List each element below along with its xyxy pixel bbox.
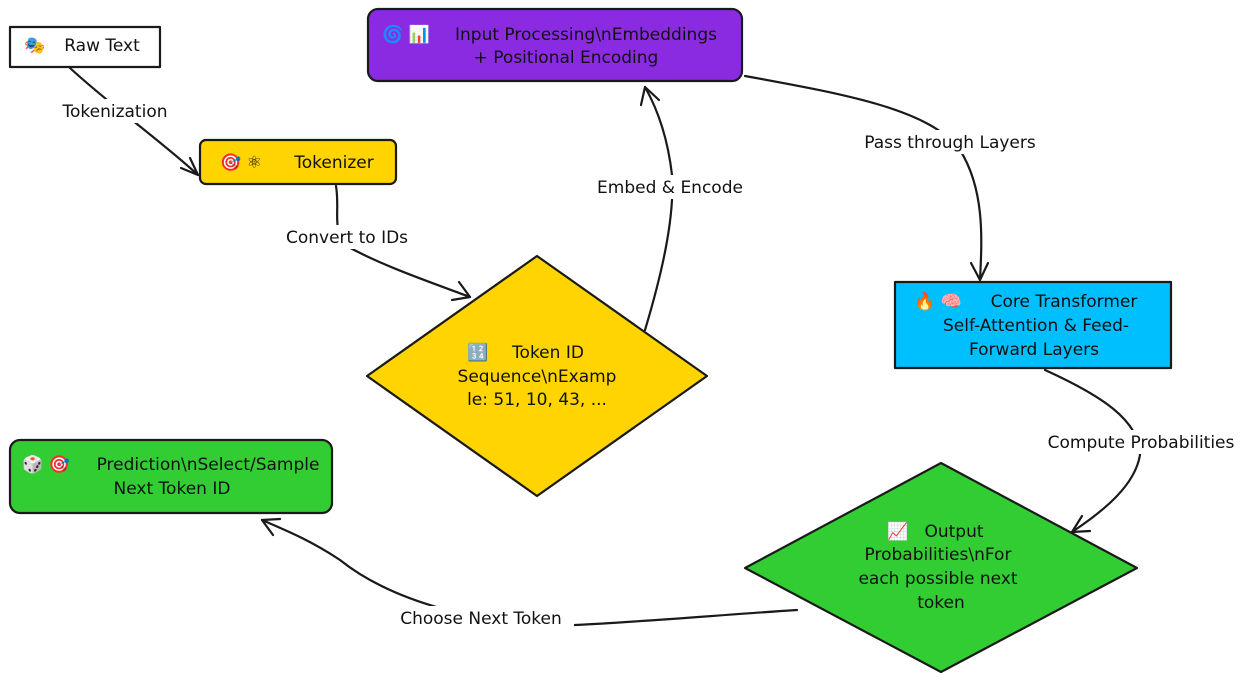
node-output-probabilities: 📈 Output Probabilities\nFor each possibl…: [743, 461, 1139, 674]
node-input-processing-line-2: + Positional Encoding: [474, 48, 659, 68]
edge-label-convert-to-ids: Convert to IDs: [286, 228, 408, 248]
node-output-probabilities-diamond: [743, 461, 1139, 674]
node-prediction-box: [8, 438, 334, 515]
edge-label-pass-through-layers: Pass through Layers: [864, 133, 1036, 153]
node-output-probabilities-line-4: token: [917, 593, 965, 613]
node-output-probabilities-icon: 📈: [887, 521, 908, 542]
edge-tokenization-arrowhead: [179, 156, 200, 177]
node-core-transformer: 🔥 🧠 Core Transformer Self-Attention & Fe…: [893, 280, 1173, 370]
node-core-transformer-box: [893, 280, 1173, 370]
edge-embed-encode: Embed & Encode: [590, 85, 750, 332]
node-core-transformer-line-2: Self-Attention & Feed-: [943, 316, 1129, 336]
edge-pass-through-layers-arrowhead: [969, 261, 990, 282]
node-input-processing-icon: 🌀 📊: [382, 24, 430, 45]
node-core-transformer-line-3: Forward Layers: [969, 340, 1099, 360]
node-tokenizer-label: Tokenizer: [293, 153, 373, 173]
edge-compute-probabilities-arrowhead: [1070, 514, 1092, 534]
node-core-transformer-icon: 🔥 🧠: [914, 291, 962, 312]
node-token-ids-line-1: Token ID: [511, 343, 584, 363]
node-token-ids-diamond: [365, 254, 709, 498]
node-raw-text: 🎭 Raw Text: [8, 25, 162, 69]
edge-pass-through-layers: Pass through Layers: [743, 74, 1052, 282]
node-tokenizer-icon: 🎯 ⚛: [220, 153, 262, 173]
node-input-processing-line-1: Input Processing\nEmbeddings: [455, 25, 717, 45]
edge-choose-next-token-arrowhead: [260, 517, 282, 537]
node-prediction-line-1: Prediction\nSelect/Sample: [97, 455, 320, 475]
edge-label-choose-next-token: Choose Next Token: [400, 609, 562, 629]
node-prediction-line-2: Next Token ID: [114, 479, 231, 499]
node-token-ids-icon: 🔢: [467, 342, 488, 363]
node-core-transformer-line-1: Core Transformer: [991, 292, 1138, 312]
node-raw-text-box: [8, 25, 162, 69]
node-token-ids: 🔢 Token ID Sequence\nExamp le: 51, 10, 4…: [365, 254, 709, 498]
edge-convert-to-ids: Convert to IDs: [270, 184, 472, 302]
edge-choose-next-token: Choose Next Token: [260, 517, 799, 630]
edge-convert-to-ids-arrowhead: [450, 280, 472, 302]
edge-tokenization: Tokenization: [55, 66, 200, 177]
edge-compute-probabilities-line: [1043, 368, 1142, 534]
node-token-ids-line-2: Sequence\nExamp: [458, 367, 617, 387]
edge-embed-encode-line: [643, 85, 674, 332]
node-output-probabilities-line-1: Output: [924, 522, 983, 542]
edge-label-embed-encode: Embed & Encode: [597, 178, 743, 198]
node-raw-text-label: Raw Text: [64, 36, 140, 56]
edge-compute-probabilities: Compute Probabilities: [1040, 368, 1242, 534]
node-output-probabilities-line-2: Probabilities\nFor: [865, 545, 1012, 565]
node-output-probabilities-line-3: each possible next: [858, 569, 1017, 589]
node-prediction-icon: 🎲 🎯: [22, 454, 70, 475]
edge-pass-through-layers-line: [743, 74, 983, 282]
edge-label-compute-probabilities: Compute Probabilities: [1048, 433, 1235, 453]
node-raw-text-icon: 🎭: [24, 36, 45, 56]
node-tokenizer-box: [198, 138, 398, 186]
edge-embed-encode-arrowhead: [639, 85, 661, 107]
node-prediction: 🎲 🎯 Prediction\nSelect/Sample Next Token…: [8, 438, 334, 515]
node-input-processing: 🌀 📊 Input Processing\nEmbeddings + Posit…: [366, 7, 744, 83]
node-input-processing-box: [366, 7, 744, 83]
node-token-ids-line-3: le: 51, 10, 43, ...: [467, 390, 607, 410]
edge-label-tokenization: Tokenization: [62, 102, 168, 122]
node-tokenizer: 🎯 ⚛ Tokenizer: [198, 138, 398, 186]
